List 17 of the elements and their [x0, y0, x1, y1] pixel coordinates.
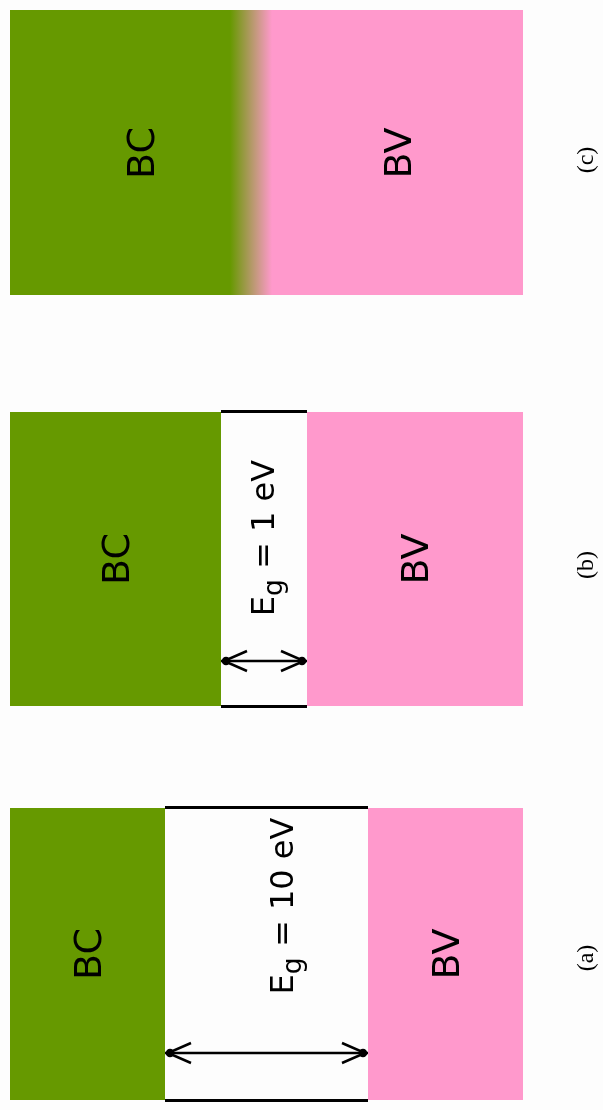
- panel-caption: (c): [571, 146, 599, 174]
- energy-band: [10, 808, 165, 1100]
- band-label: BC: [93, 533, 138, 585]
- energy-band: [307, 412, 523, 706]
- energy-band: [272, 10, 523, 295]
- band-gap: [221, 410, 307, 708]
- panel-caption: (a): [571, 944, 599, 972]
- band-label: BC: [119, 126, 163, 179]
- energy-band: [10, 412, 221, 706]
- band-label: BV: [375, 127, 420, 178]
- band-gap: [165, 806, 368, 1102]
- band-label: BV: [393, 533, 437, 585]
- panel-caption: (b): [571, 551, 599, 579]
- band-label: BC: [65, 928, 110, 980]
- band-label: BV: [423, 928, 468, 980]
- energy-band: [10, 10, 272, 295]
- energy-band: [368, 808, 523, 1100]
